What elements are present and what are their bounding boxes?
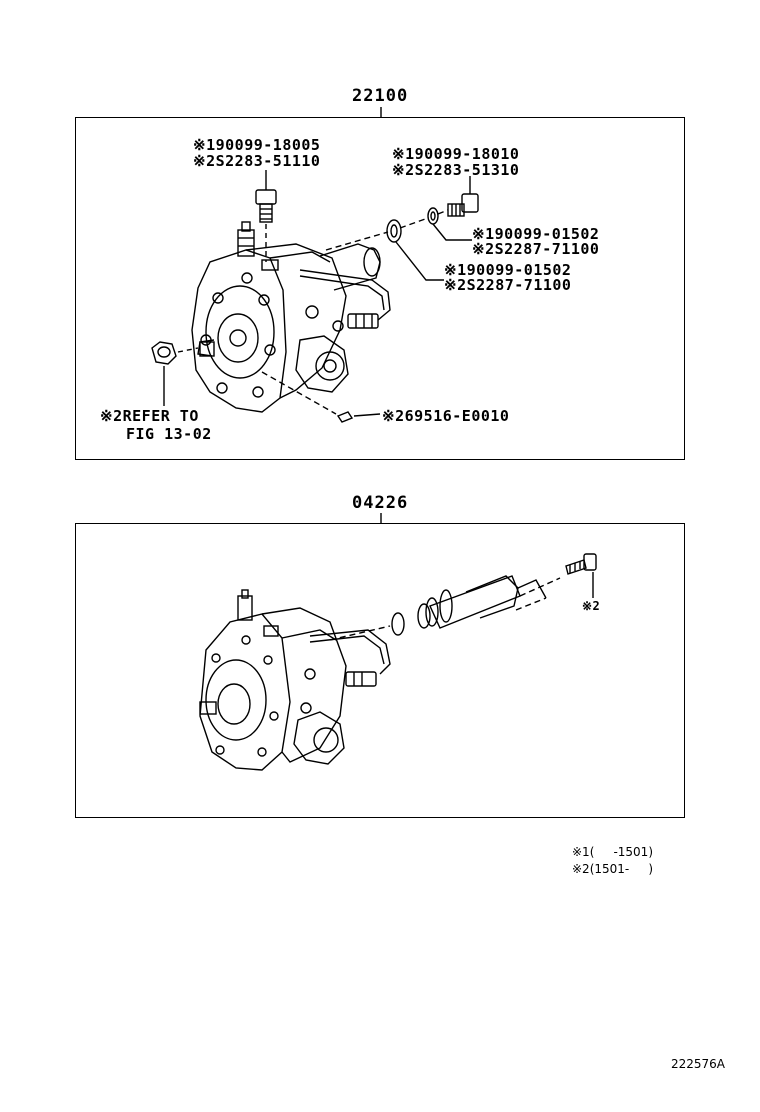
top-washer-b <box>427 207 439 225</box>
bottom-control-valve <box>417 575 561 629</box>
label-washer-b-1: ※190099-01502 <box>444 261 572 279</box>
legend-line-2: ※2(1501- ) <box>572 862 653 876</box>
top-nut <box>151 341 199 406</box>
bottom-assembly-number: 04226 <box>352 493 409 513</box>
top-assembly-number: 22100 <box>352 86 409 106</box>
label-bolt-a-1: ※190099-18005 <box>193 136 321 154</box>
top-bolt-b <box>447 176 479 217</box>
label-refer-line-2: FIG 13-02 <box>126 425 212 443</box>
bottom-assembly-frame <box>75 523 685 818</box>
figure-code: 222576A <box>671 1057 726 1071</box>
label-bottom-bolt-note: ※2 <box>582 599 601 613</box>
label-washer-b-2: ※2S2287-71100 <box>444 276 572 294</box>
label-key: ※269516-E0010 <box>382 407 510 425</box>
label-refer-line-1: ※2REFER TO <box>100 407 199 425</box>
bottom-o-ring <box>391 612 405 636</box>
top-bolt-a <box>255 170 277 262</box>
top-pump-drawing <box>191 221 391 413</box>
top-assembly-frame <box>75 117 685 460</box>
label-washer-a-1: ※190099-01502 <box>472 225 600 243</box>
label-bolt-b-1: ※190099-18010 <box>392 145 520 163</box>
legend-line-1: ※1( -1501) <box>572 845 653 859</box>
bottom-bolt <box>565 553 597 598</box>
label-bolt-a-2: ※2S2283-51110 <box>193 152 321 170</box>
top-washer-a <box>386 219 402 243</box>
label-bolt-b-2: ※2S2283-51310 <box>392 161 520 179</box>
bottom-pump-drawing <box>199 589 391 771</box>
top-key <box>261 371 381 423</box>
label-washer-a-2: ※2S2287-71100 <box>472 240 600 258</box>
